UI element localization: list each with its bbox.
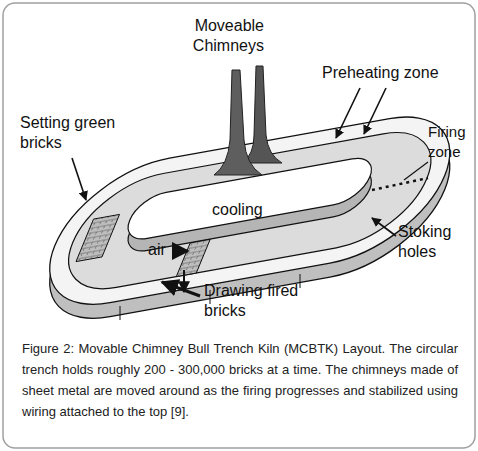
leader-arrow [336,88,360,138]
part-label: Preheating zone [322,63,472,83]
part-label: air [148,240,178,260]
leader-arrow [372,218,396,236]
part-label: Drawing fired bricks [204,281,300,321]
part-label: Moveable Chimneys [160,16,264,56]
leader-arrow [364,88,386,134]
figure-caption: Figure 2: Movable Chimney Bull Trench Ki… [22,338,458,422]
leader-arrow [162,282,200,296]
wall-partitions [120,274,300,320]
part-label: Firing zone [428,122,476,162]
leader-arrow [72,158,86,200]
chimney [214,70,262,175]
chimney [242,66,282,163]
green-brick-stack [76,214,120,261]
part-label: cooling [212,200,292,220]
part-label: Stoking holes [398,222,464,262]
firing-line [372,178,428,190]
part-label: Setting green bricks [20,113,132,153]
figure-frame [3,3,475,448]
leader-line [404,162,428,180]
kiln-trench [49,122,450,300]
air-arrow [172,250,188,253]
